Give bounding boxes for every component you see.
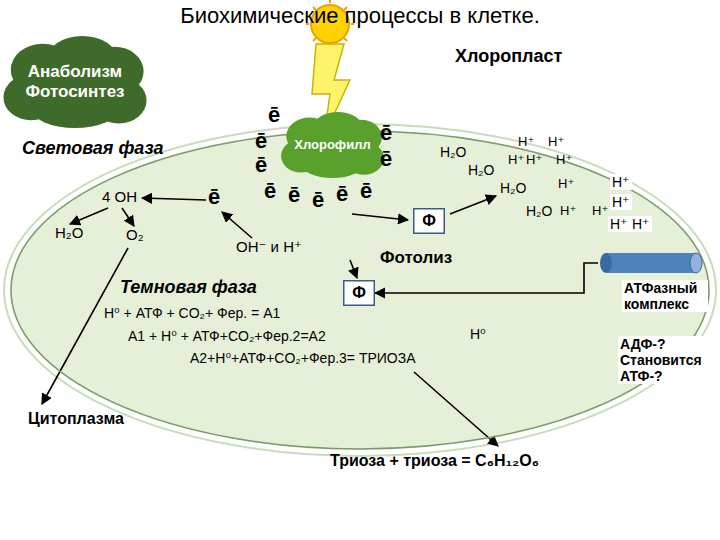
- chlorophyll-cloud: Хлорофилл: [280, 112, 385, 178]
- ion: H⁺: [610, 194, 632, 210]
- flow-connector: [375, 263, 598, 293]
- equation: H⁰: [470, 326, 486, 342]
- phase-heading: Темновая фаза: [120, 277, 257, 298]
- ion: H⁺: [608, 216, 630, 232]
- electron: ē: [255, 128, 267, 153]
- phase-heading: Световая фаза: [22, 138, 164, 159]
- phosphate-box: Ф: [413, 208, 445, 234]
- electron: ē: [208, 184, 220, 209]
- electron: ē: [336, 181, 348, 206]
- formula: OH⁻ и H⁺: [236, 238, 302, 255]
- box-outline: [344, 281, 375, 306]
- ion: H⁺: [548, 135, 564, 150]
- process-cloud: Анаболизм Фотосинтез: [2, 36, 148, 128]
- cylinder-end: [690, 253, 702, 273]
- cloud-label: Анаболизм Фотосинтез: [16, 62, 134, 101]
- electron: ē: [264, 178, 276, 203]
- equation: Триоза + триоза = C₆H₁₂O₆: [330, 452, 539, 470]
- formula: H₂O: [526, 203, 552, 219]
- box-label: Ф: [422, 212, 436, 230]
- formula: H₂O: [500, 180, 526, 196]
- atp-synthase: АТФазный комплекс: [598, 250, 704, 276]
- note: АДФ-? Становится АТФ-?: [618, 336, 718, 384]
- cylinder-end: [600, 253, 612, 273]
- ion: H⁺: [558, 177, 574, 192]
- electron: ē: [380, 146, 392, 171]
- formula: H₂O: [440, 144, 466, 160]
- electron: ē: [255, 152, 267, 177]
- box-label: Ф: [352, 284, 366, 302]
- box-outline: [414, 209, 445, 234]
- ion: H⁺: [518, 135, 534, 150]
- ion: H⁺: [556, 153, 572, 168]
- process-label: Фотолиз: [380, 248, 452, 268]
- complex-label: АТФазный комплекс: [622, 280, 708, 312]
- electron: ē: [360, 178, 372, 203]
- formula: H₂O: [468, 162, 494, 178]
- formula: 4 OH: [102, 188, 137, 205]
- membrane-outline: [11, 131, 709, 449]
- stroma: [10, 130, 710, 450]
- electron: ē: [312, 187, 324, 212]
- reaction-arrows: [42, 196, 498, 446]
- equation: A2+H⁰+АТФ+CO₂+Фер.3= ТРИОЗА: [190, 350, 416, 366]
- electron: ē: [380, 120, 392, 145]
- cylinder-shape: [598, 250, 704, 276]
- equation: A1 + H⁰ + АТФ+CO₂+Фер.2=A2: [128, 328, 326, 344]
- equation: H⁰ + АТФ + CO₂+ Фер. = A1: [104, 305, 280, 321]
- phosphate-box: Ф: [343, 280, 375, 306]
- formula: H₂O: [55, 224, 83, 241]
- cloud-label: Хлорофилл: [294, 138, 370, 153]
- electron: ē: [268, 102, 280, 127]
- formula: O₂: [126, 226, 144, 243]
- region-heading: Хлоропласт: [455, 46, 562, 67]
- outer-membrane: [4, 124, 716, 456]
- title: Биохимические процессы в клетке.: [0, 3, 720, 28]
- cloud-lobe: [301, 149, 364, 178]
- ion: H⁺: [610, 174, 632, 190]
- ion: H⁺: [592, 204, 608, 219]
- electron: ē: [288, 182, 300, 207]
- cylinder-body: [606, 253, 696, 273]
- compartment-label: Цитоплазма: [28, 410, 124, 428]
- ion: H⁺: [560, 204, 576, 219]
- ion: H⁺: [508, 153, 524, 168]
- ion: H⁺: [630, 216, 652, 232]
- ion: H⁺: [526, 153, 542, 168]
